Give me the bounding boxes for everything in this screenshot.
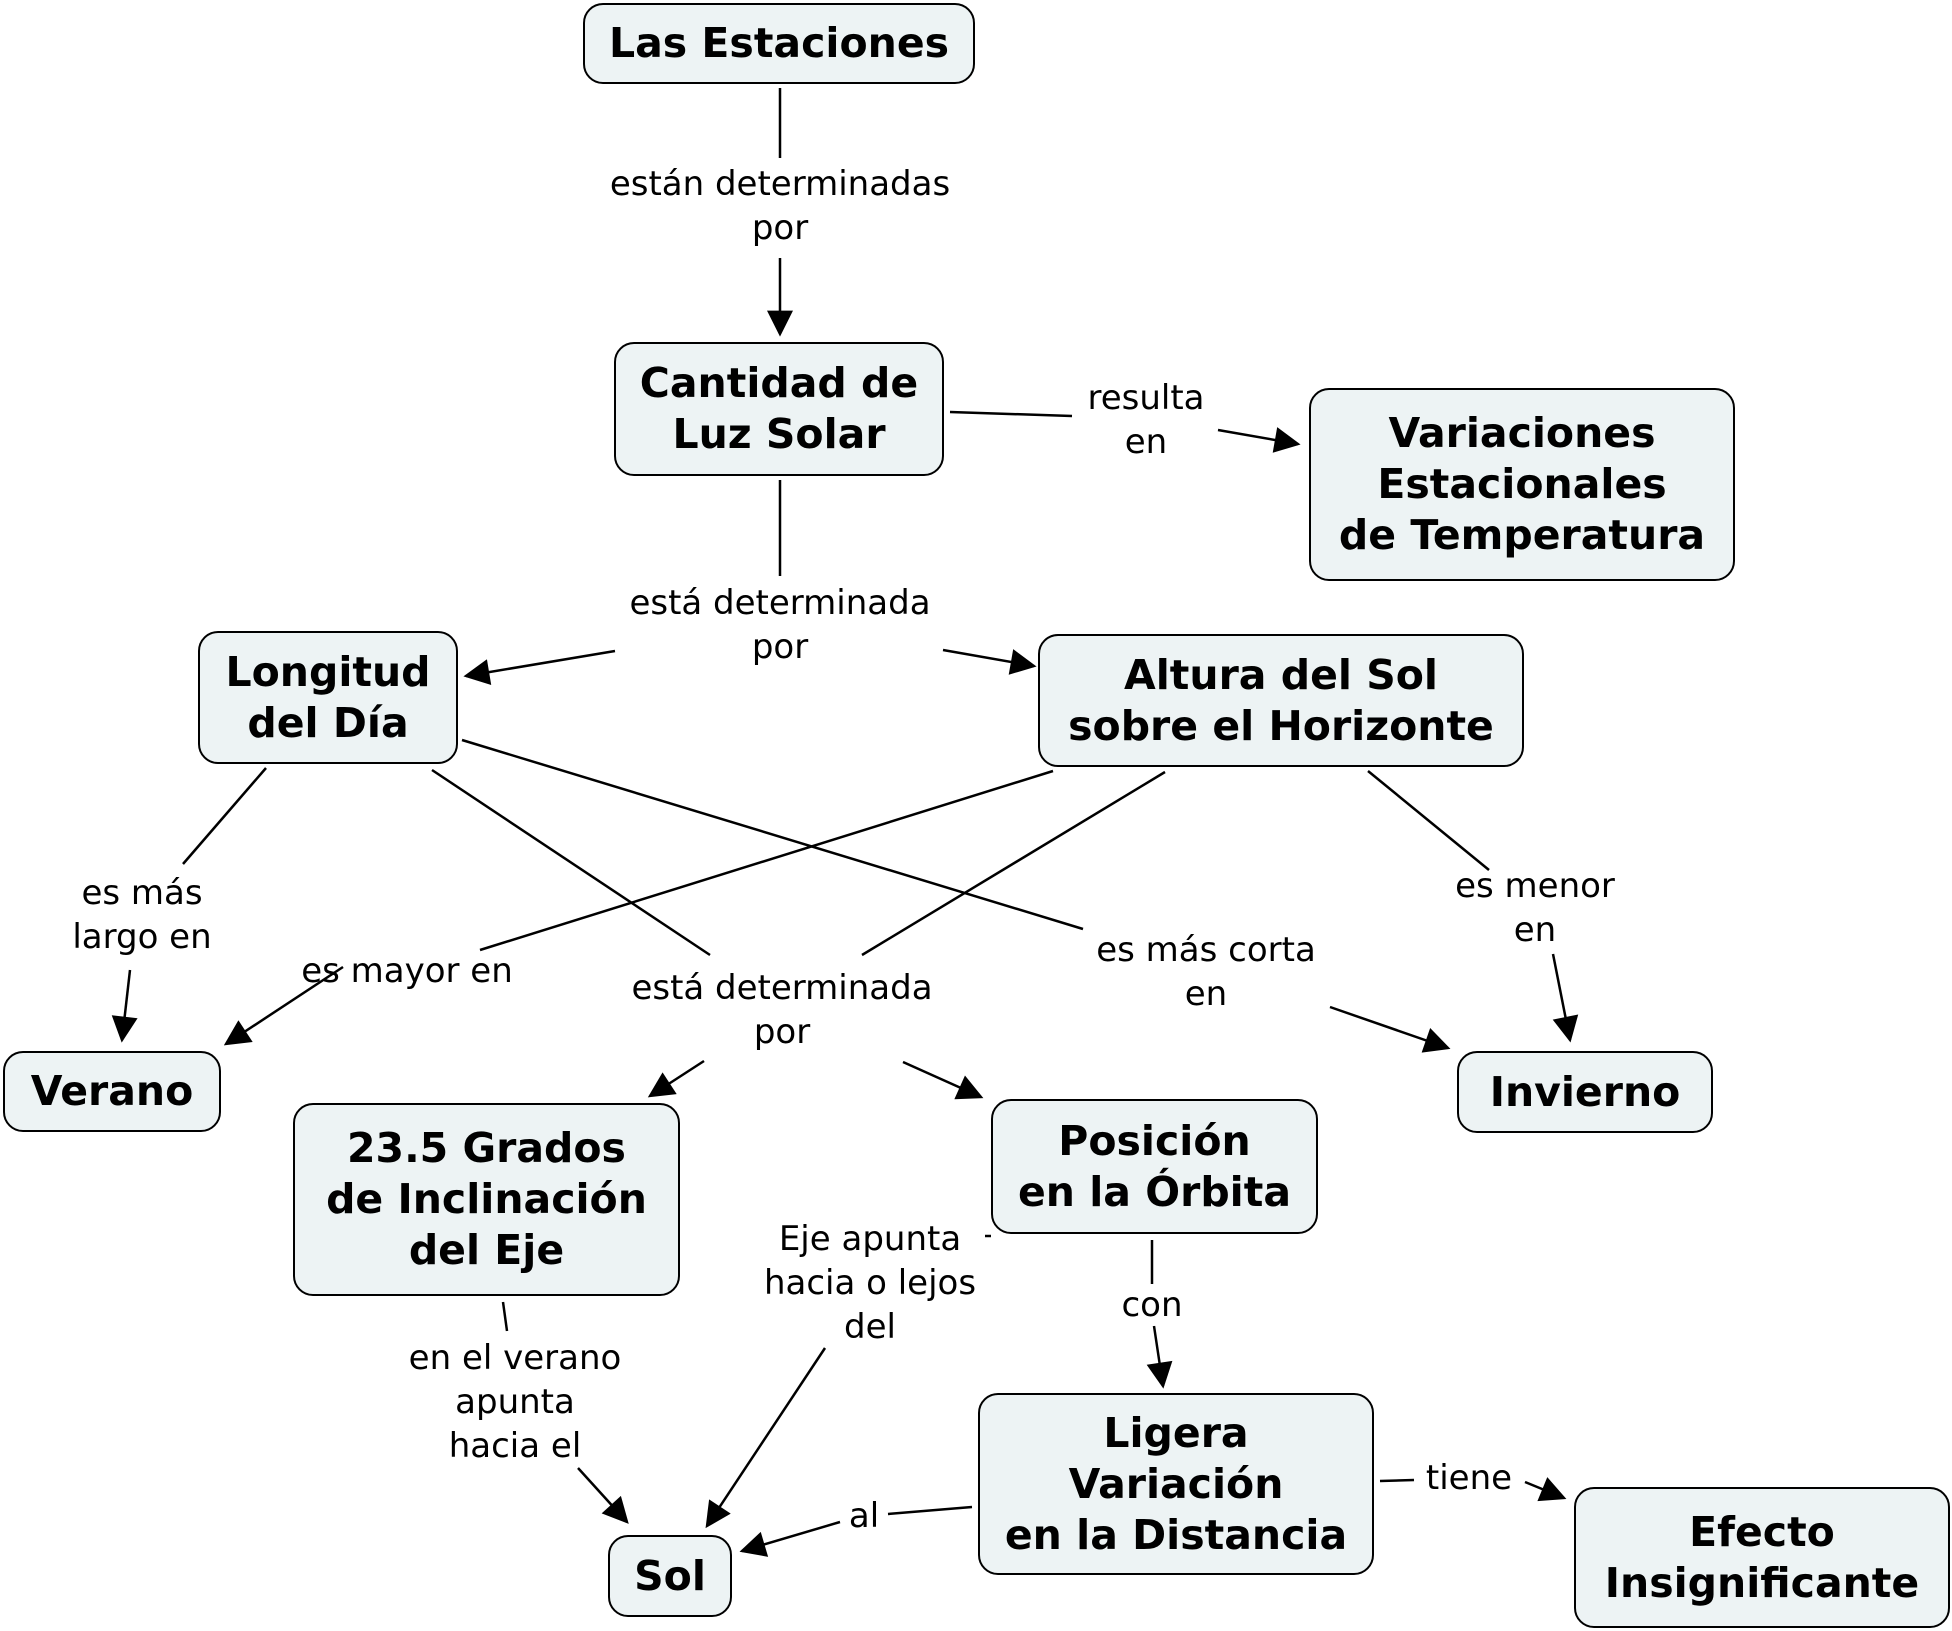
link-al: al — [848, 1496, 880, 1536]
edge-longitud-to-largo — [182, 767, 267, 865]
edge-label1-to-longitud — [463, 649, 616, 685]
edge-menor-to-invierno — [1551, 953, 1579, 1043]
edge-label2-to-grados — [647, 1059, 705, 1098]
link-estan-determinadas-por: están determinadas por — [609, 164, 951, 248]
concept-cantidad-luz-solar: Cantidad de Luz Solar — [614, 342, 944, 476]
edge-ligera-to-tiene — [1379, 1478, 1415, 1483]
concept-variaciones-estacionales: Variaciones Estacionales de Temperatura — [1309, 388, 1735, 581]
edge-con-to-ligera — [1146, 1325, 1173, 1389]
edge-tiene-to-efecto — [1524, 1477, 1567, 1502]
link-eje-apunta: Eje apunta hacia o lejos del — [763, 1219, 977, 1347]
edge-label2-to-posicion — [902, 1060, 984, 1100]
link-resulta-en: resulta en — [1087, 378, 1205, 462]
edge-altura-to-mayor — [479, 769, 1054, 952]
edge-longitud-to-label2 — [431, 768, 711, 957]
edge-longitud-to-corta — [461, 738, 1084, 931]
link-esta-determinada-por-1: está determinada por — [629, 583, 931, 667]
concept-posicion-orbita: Posición en la Órbita — [991, 1099, 1318, 1234]
link-esta-determinada-por-2: está determinada por — [631, 968, 933, 1052]
concept-sol: Sol — [608, 1535, 732, 1617]
link-tiene: tiene — [1425, 1458, 1513, 1498]
edge-altura-to-label2 — [861, 770, 1166, 957]
edge-resulta-to-variaciones — [1217, 427, 1301, 453]
edge-al-to-sol — [739, 1520, 841, 1557]
edge-corta-to-invierno — [1329, 1005, 1451, 1053]
link-es-mayor-en: es mayor en — [301, 951, 513, 991]
concept-verano: Verano — [3, 1051, 221, 1132]
concept-longitud-dia: Longitud del Día — [198, 631, 458, 764]
edge-label1-to-altura — [942, 648, 1037, 675]
edge-grados-to-verano-label — [501, 1301, 509, 1332]
concept-las-estaciones: Las Estaciones — [583, 3, 975, 84]
concept-ligera-variacion: Ligera Variación en la Distancia — [978, 1393, 1374, 1575]
edge-largo-to-verano — [111, 969, 138, 1043]
edge-eje-to-sol — [705, 1347, 827, 1529]
link-es-mas-largo-en: es más largo en — [72, 873, 212, 957]
edge-cantidad-to-resulta — [949, 410, 1073, 418]
concept-invierno: Invierno — [1457, 1051, 1713, 1133]
concept-efecto-insignificante: Efecto Insignificante — [1574, 1487, 1950, 1628]
edge-ligera-to-al — [887, 1505, 973, 1516]
link-con: con — [1121, 1285, 1183, 1325]
edge-verano-label-to-sol — [577, 1467, 629, 1524]
edge-mayor-to-verano — [223, 965, 344, 1046]
concept-altura-sol: Altura del Sol sobre el Horizonte — [1038, 634, 1524, 767]
link-es-mas-corta-en: es más corta en — [1096, 930, 1316, 1014]
link-es-menor-en: es menor en — [1455, 866, 1615, 950]
edge-altura-to-menor — [1367, 770, 1490, 871]
link-en-el-verano-apunta-hacia-el: en el verano apunta hacia el — [408, 1338, 622, 1466]
concept-grados-inclinacion: 23.5 Grados de Inclinación del Eje — [293, 1103, 680, 1296]
